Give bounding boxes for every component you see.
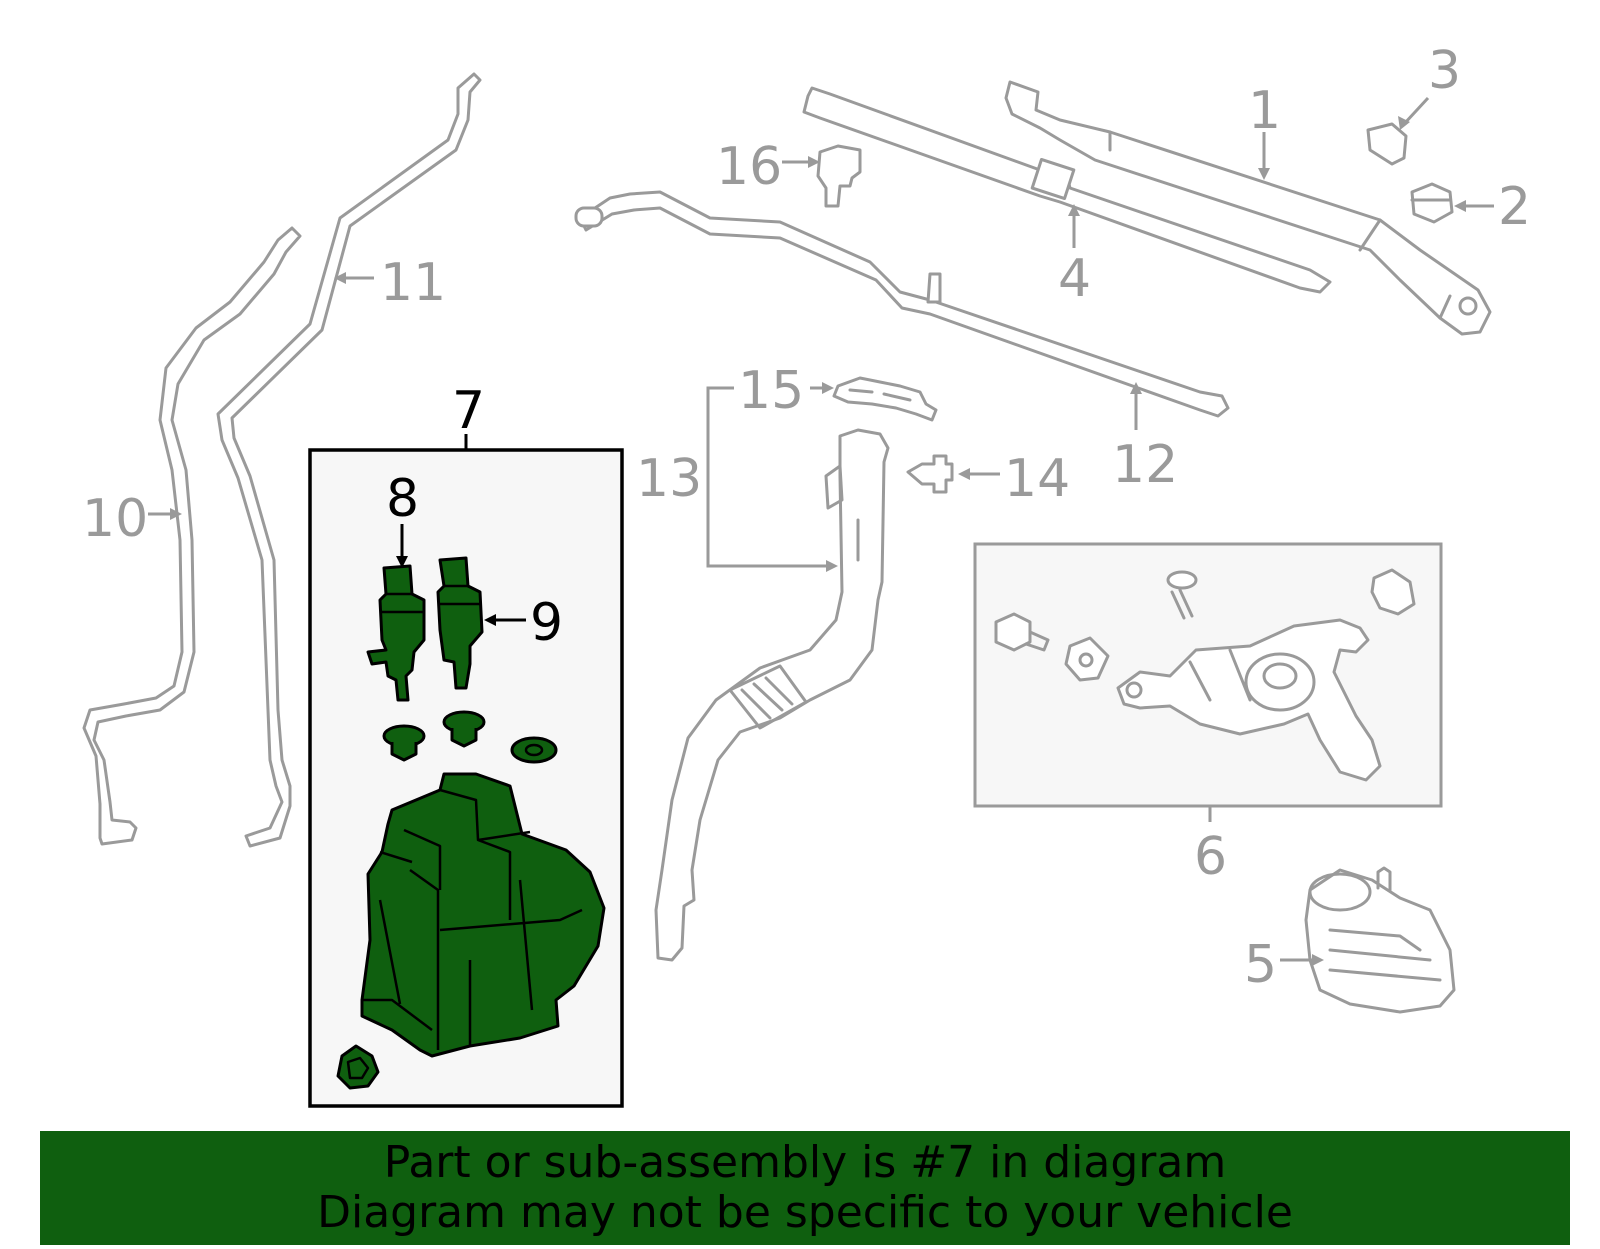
wiper-linkage-6[interactable] [1116, 618, 1382, 782]
callout-11: 11 [380, 253, 446, 313]
banner-line-2: Diagram may not be specific to your vehi… [317, 1187, 1293, 1238]
lead-line-3 [1398, 96, 1430, 130]
wiper-arm-1[interactable] [1004, 80, 1492, 336]
washer-pump-9[interactable] [436, 556, 484, 690]
callout-5: 5 [1244, 935, 1277, 995]
pump-grommet-left[interactable] [382, 724, 426, 762]
callout-13: 13 [636, 449, 702, 509]
callout-16: 16 [716, 137, 782, 197]
reservoir-nut[interactable] [336, 1044, 380, 1090]
callout-3: 3 [1428, 41, 1461, 101]
washer-hose-10[interactable] [82, 226, 302, 846]
lead-line-12 [1130, 382, 1142, 430]
lead-line-16 [782, 156, 820, 168]
banner-line-1: Part or sub-assembly is #7 in diagram [383, 1137, 1227, 1188]
linkage-grommet[interactable] [1064, 636, 1110, 682]
filler-cap-seal-15[interactable] [832, 376, 938, 422]
lead-line-15 [810, 382, 834, 394]
linkage-screw[interactable] [1166, 570, 1198, 620]
callout-1: 1 [1248, 81, 1281, 141]
lead-line-1 [1258, 132, 1270, 180]
callout-14: 14 [1004, 449, 1070, 509]
washer-nozzle-16[interactable] [816, 144, 862, 208]
lead-line-9 [484, 614, 526, 626]
lead-line-11 [334, 272, 374, 284]
bracket-13 [706, 386, 838, 572]
callout-8: 8 [386, 469, 419, 529]
callout-9: 9 [530, 593, 563, 653]
filler-neck-13[interactable] [654, 428, 890, 962]
callout-15: 15 [738, 361, 804, 421]
pump-grommet-middle[interactable] [442, 710, 486, 748]
level-sensor-grommet[interactable] [510, 736, 558, 764]
clip-14[interactable] [906, 454, 954, 494]
callout-10: 10 [82, 489, 148, 549]
callout-7: 7 [452, 381, 485, 441]
linkage-nut[interactable] [1370, 568, 1416, 616]
pivot-cap-3[interactable] [1366, 122, 1408, 166]
info-banner: Part or sub-assembly is #7 in diagram Di… [40, 1131, 1570, 1245]
wiper-motor-5[interactable] [1304, 866, 1456, 1014]
lead-line-5 [1280, 954, 1324, 966]
washer-hose-12[interactable] [574, 190, 1230, 418]
lead-line-14 [958, 468, 1000, 480]
pivot-nut-2[interactable] [1410, 182, 1454, 224]
washer-reservoir[interactable] [360, 772, 606, 1058]
lead-line-10 [148, 508, 182, 520]
callout-12: 12 [1112, 435, 1178, 495]
callout-4: 4 [1058, 249, 1091, 309]
callout-6: 6 [1194, 827, 1227, 887]
linkage-bolt[interactable] [994, 612, 1050, 652]
lead-line-8 [396, 524, 408, 568]
washer-pump-8[interactable] [366, 564, 426, 702]
wiper-blade-4[interactable] [802, 86, 1332, 294]
lead-line-2 [1454, 200, 1494, 212]
callout-2: 2 [1498, 177, 1531, 237]
washer-hose-11[interactable] [216, 72, 482, 848]
lead-line-4 [1068, 204, 1080, 248]
